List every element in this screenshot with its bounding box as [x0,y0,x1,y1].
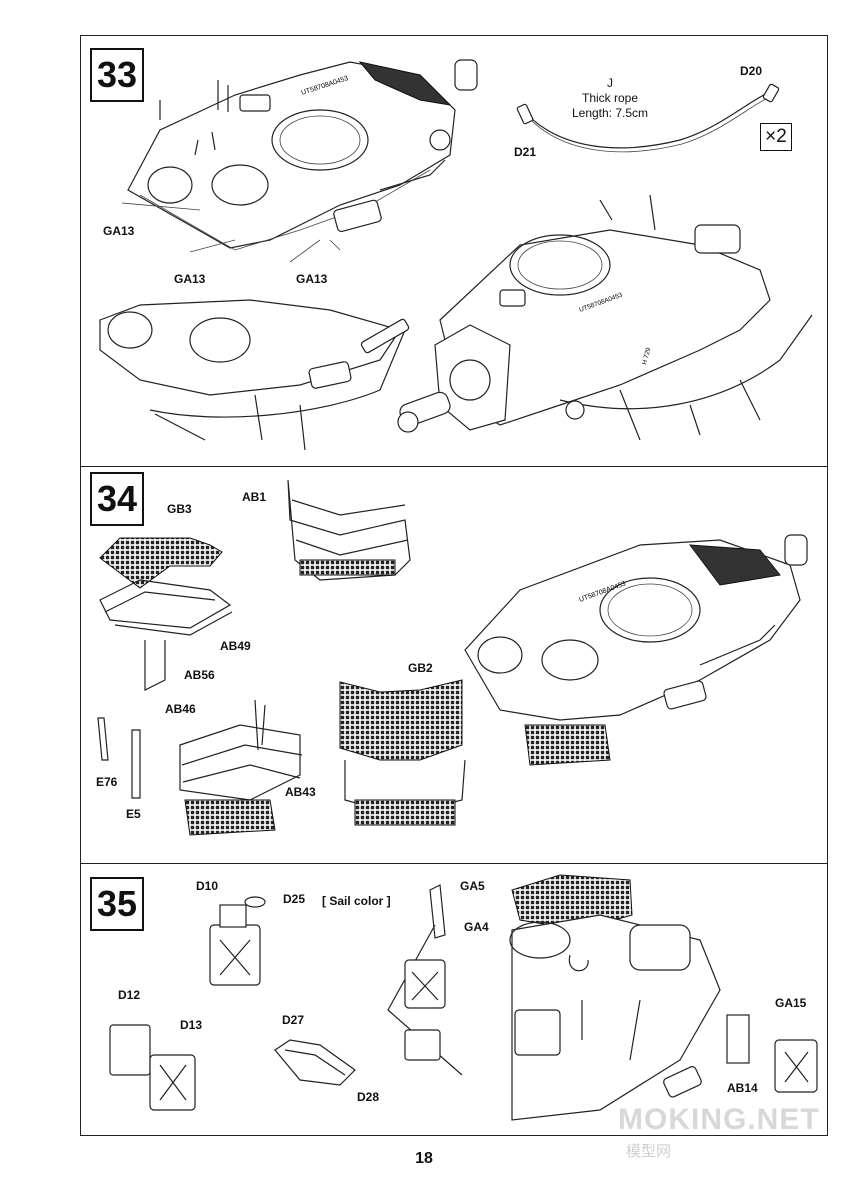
watermark-sub: 模型网 [626,1143,672,1160]
label-ab56: AB56 [184,668,215,682]
label-d13: D13 [180,1018,203,1032]
label-ga13: GA13 [296,272,328,286]
divider-34-35 [80,863,828,864]
quantity-multiplier: ×2 [760,123,792,151]
step-number-35: 35 [90,877,144,931]
holder-d27-d28 [274,1039,356,1086]
page-frame [80,35,828,1136]
turret-top-left [121,59,478,263]
rope-length: Length: 7.5cm [571,106,649,120]
watermark-logo: MOKING.NET [618,1103,820,1136]
label-d27: D27 [282,1013,305,1027]
label-ga13: GA13 [103,224,135,238]
thick-rope-j [516,83,780,153]
label-gb3: GB3 [167,502,192,516]
hanger-ga5-ga4 [387,884,463,1076]
basket-ab43 [179,699,303,836]
label-ab43: AB43 [285,785,316,799]
basket-gb2 [339,679,466,826]
label-d25: D25 [283,892,306,906]
sail-color-note: [ Sail color ] [322,894,391,908]
rope-part-id: J [607,76,613,90]
label-ga13: GA13 [174,272,206,286]
divider-33-34 [80,466,828,467]
turret-step35 [509,874,818,1121]
basket-ab1 [287,479,411,581]
label-ab49: AB49 [220,639,251,653]
label-gb2: GB2 [408,661,433,675]
label-ga15: GA15 [775,996,807,1010]
rack-ab49 [99,579,233,691]
jerrycan-d12-d13 [109,1024,196,1111]
svg-text:H 729: H 729 [641,347,652,366]
mesh-gb3 [99,537,223,589]
brackets-e76-e5 [97,717,141,799]
label-ga5: GA5 [460,879,485,893]
label-d28: D28 [357,1090,380,1104]
label-e76: E76 [96,775,118,789]
label-e5: E5 [126,807,141,821]
rope-name: Thick rope [581,91,639,105]
label-ab1: AB1 [242,490,267,504]
label-ga4: GA4 [464,920,489,934]
step-number-34: 34 [90,472,144,526]
label-ab46: AB46 [165,702,196,716]
label-d21: D21 [514,145,537,159]
label-d20: D20 [740,64,763,78]
label-d12: D12 [118,988,141,1002]
turret-detail-left [99,299,410,451]
page-number: 18 [415,1150,433,1167]
label-d10: D10 [196,879,219,893]
label-ab14: AB14 [727,1081,758,1095]
jerrycan-d10 [209,896,266,986]
step-number-33: 33 [90,48,144,102]
turret-front-right [397,194,813,441]
turret-step34 [464,534,808,766]
